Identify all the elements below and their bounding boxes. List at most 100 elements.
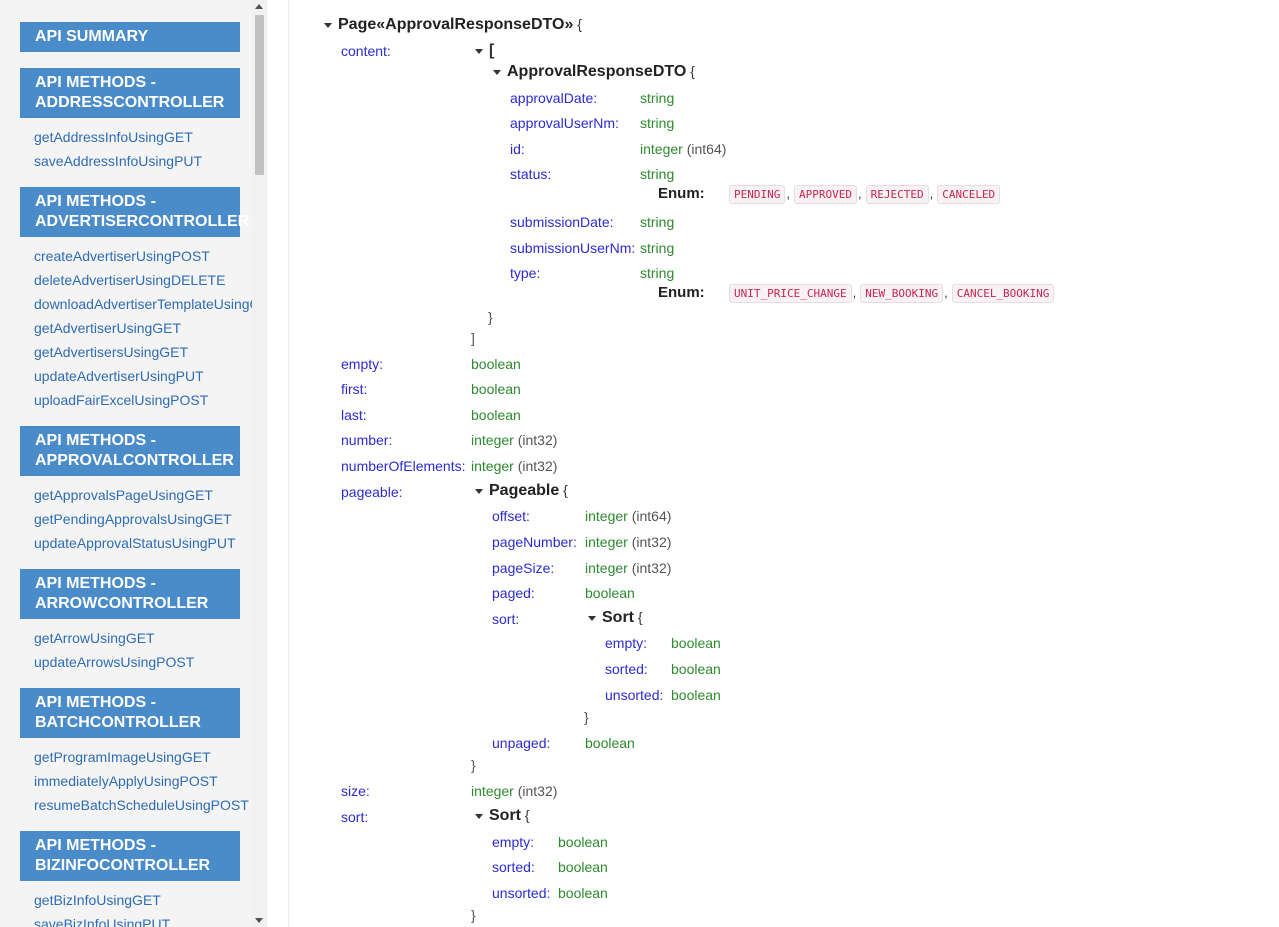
prop-format: (int64) [631,508,672,524]
prop-key: approvalDate: [510,90,598,106]
prop-key: paged: [492,585,535,601]
model-view: Page«ApprovalResponseDTO» { content: [ A… [290,0,1279,927]
prop-type: boolean [471,381,521,397]
sidebar-method-link[interactable]: getPendingApprovalsUsingGET [34,511,232,527]
collapse-caret-icon[interactable] [475,813,483,819]
prop-key: pageSize: [492,560,555,576]
enum-values: PENDING,APPROVED,REJECTED,CANCELED [729,185,1001,204]
prop-key: submissionUserNm: [510,240,636,256]
collapse-caret-icon[interactable] [475,48,483,54]
prop-type: boolean [671,687,721,703]
sidebar-section-header[interactable]: API METHODS - ARROWCONTROLLER [20,569,240,619]
sidebar-method-link[interactable]: deleteAdvertiserUsingDELETE [34,272,226,288]
close-bracket: ] [471,330,475,346]
model-header[interactable]: Page«ApprovalResponseDTO» { [324,16,582,34]
sidebar-method-link[interactable]: uploadFairExcelUsingPOST [34,392,209,408]
sidebar-scrollbar[interactable] [252,0,267,927]
prop-key: type: [510,265,541,281]
nested-model-header[interactable]: Pageable { [475,482,568,500]
sidebar-link-list: getArrowUsingGET updateArrowsUsingPOST [20,619,252,688]
collapse-caret-icon[interactable] [493,69,501,75]
scroll-up-arrow-icon[interactable] [255,4,263,9]
prop-type: boolean [671,661,721,677]
prop-type: integer [585,508,628,524]
prop-key-content: content: [341,43,391,59]
prop-key: empty: [605,635,648,651]
prop-key: id: [510,141,525,157]
close-brace: } [471,907,476,923]
sidebar-section-header[interactable]: API METHODS - APPROVALCONTROLLER [20,426,240,476]
collapse-caret-icon[interactable] [475,488,483,494]
nested-model-header[interactable]: Sort { [588,609,643,627]
prop-key: first: [341,381,368,397]
enum-values: UNIT_PRICE_CHANGE,NEW_BOOKING,CANCEL_BOO… [729,284,1055,303]
prop-type: boolean [671,635,721,651]
nested-model-header[interactable]: Sort { [475,807,530,825]
prop-type-group: integer (int32) [471,783,557,799]
nested-model-title[interactable]: Sort [602,609,634,626]
prop-type-group: integer (int32) [585,534,671,550]
prop-key: pageNumber: [492,534,577,550]
model-title[interactable]: Page«ApprovalResponseDTO» [338,16,574,33]
sidebar-method-link[interactable]: saveBizInfoUsingPUT [34,916,171,927]
prop-type: boolean [471,356,521,372]
sidebar-section-header[interactable]: API METHODS - BIZINFOCONTROLLER [20,831,240,881]
prop-format: (int32) [517,432,558,448]
open-brace: { [577,16,582,32]
prop-key: sorted: [492,859,535,875]
sidebar-method-link[interactable]: downloadAdvertiserTemplateUsingGET [34,296,252,312]
prop-key: submissionDate: [510,214,614,230]
enum-value: PENDING [729,185,786,204]
sidebar-method-link[interactable]: getArrowUsingGET [34,630,155,646]
sidebar-method-link[interactable]: getAdvertisersUsingGET [34,344,189,360]
sidebar-section: API METHODS - BIZINFOCONTROLLER getBizInf… [20,831,252,927]
sidebar-link-list: getAddressInfoUsingGET saveAddressInfoUsi… [20,118,252,187]
sidebar-section-header[interactable]: API METHODS - ADVERTISERCONTROLLER [20,187,249,237]
prop-format: (int32) [517,783,558,799]
sidebar-method-link[interactable]: getBizInfoUsingGET [34,892,161,908]
sidebar-method-link[interactable]: createAdvertiserUsingPOST [34,248,210,264]
prop-type: integer [640,141,683,157]
sidebar-method-link[interactable]: immediatelyApplyUsingPOST [34,773,218,789]
scrollbar-thumb[interactable] [255,15,264,175]
prop-format: (int64) [686,141,727,157]
sidebar-section-header[interactable]: API METHODS - BATCHCONTROLLER [20,688,240,738]
sidebar-link-list: createAdvertiserUsingPOST deleteAdvertise… [20,237,252,426]
enum-value: CANCELED [937,185,1001,204]
sidebar-method-link[interactable]: getAddressInfoUsingGET [34,129,193,145]
sidebar-method-link[interactable]: saveAddressInfoUsingPUT [34,153,203,169]
scroll-down-arrow-icon[interactable] [255,918,263,923]
sidebar-method-link[interactable]: updateAdvertiserUsingPUT [34,368,204,384]
collapse-caret-icon[interactable] [324,22,332,28]
open-bracket: [ [489,42,495,59]
nested-model-title[interactable]: Sort [489,807,521,824]
sidebar-method-link[interactable]: getAdvertiserUsingGET [34,320,182,336]
close-brace: } [488,309,493,325]
sidebar-method-link[interactable]: resumeBatchScheduleUsingPOST [34,797,249,813]
sidebar-method-link[interactable]: updateArrowsUsingPOST [34,654,195,670]
enum-value: NEW_BOOKING [860,284,944,303]
nested-model-header[interactable]: ApprovalResponseDTO { [493,63,695,81]
prop-type: integer [471,432,514,448]
prop-key: status: [510,166,552,182]
enum-value: REJECTED [865,185,929,204]
array-open[interactable]: [ [475,42,494,60]
sidebar-method-link[interactable]: getProgramImageUsingGET [34,749,211,765]
nested-model-title[interactable]: Pageable [489,482,560,499]
prop-type: string [640,265,675,281]
nested-model-title[interactable]: ApprovalResponseDTO [507,63,687,80]
open-brace: { [524,807,530,823]
api-summary-link[interactable]: API SUMMARY [20,22,240,52]
collapse-caret-icon[interactable] [588,615,596,621]
prop-type-group: integer (int64) [640,141,726,157]
sidebar-method-link[interactable]: updateApprovalStatusUsingPUT [34,535,236,551]
sidebar-section-header[interactable]: API METHODS - ADDRESSCONTROLLER [20,68,240,118]
prop-key: approvalUserNm: [510,115,619,131]
prop-key: unsorted: [492,885,551,901]
prop-type: integer [471,458,514,474]
prop-key: offset: [492,508,530,524]
sidebar-method-link[interactable]: getApprovalsPageUsingGET [34,487,213,503]
open-brace: { [637,609,643,625]
prop-key: empty: [492,834,535,850]
